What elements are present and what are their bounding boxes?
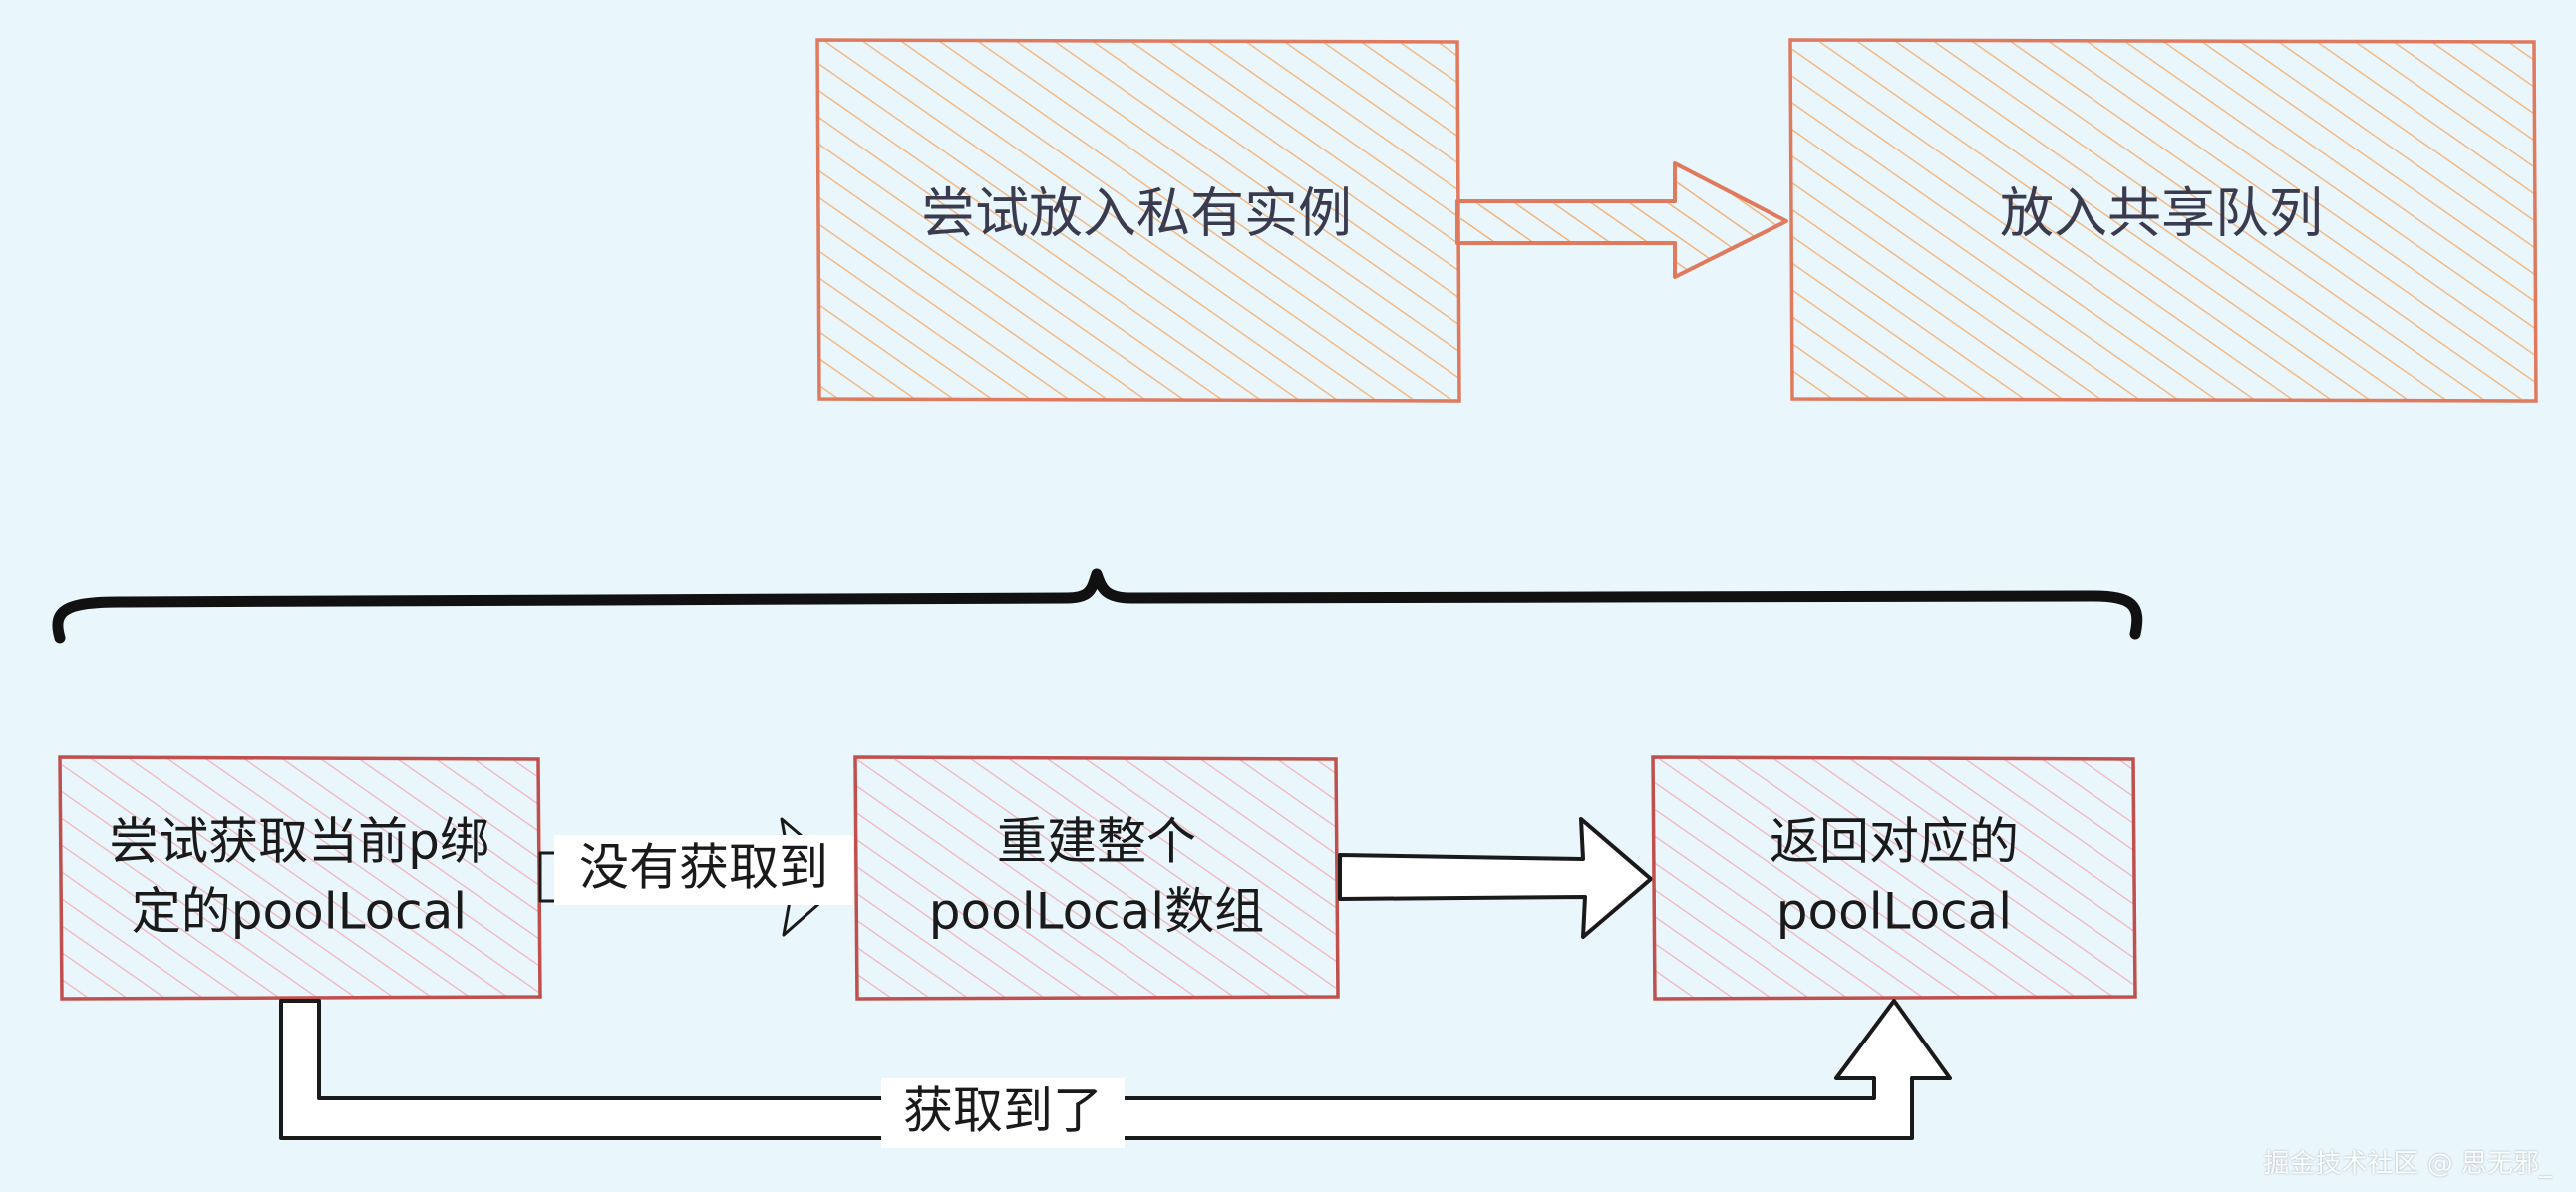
label-got: 获取到了 bbox=[903, 1082, 1103, 1140]
box-try-get-line1: 尝试获取当前p绑 bbox=[109, 813, 489, 871]
arrow-private-to-shared bbox=[1455, 161, 1788, 279]
box-try-get-line2: 定的poolLocal bbox=[132, 883, 467, 941]
box-try-get: 尝试获取当前p绑 定的poolLocal bbox=[58, 755, 542, 1001]
box-shared-queue-label: 放入共享队列 bbox=[2000, 182, 2323, 245]
watermark: 掘金技术社区 @ 思无邪_ bbox=[2263, 1149, 2552, 1179]
box-rebuild: 重建整个 poolLocal数组 bbox=[853, 755, 1340, 1001]
grouping-brace bbox=[52, 568, 2143, 644]
box-shared-queue: 放入共享队列 bbox=[1788, 38, 2538, 403]
label-not-got: 没有获取到 bbox=[579, 839, 828, 897]
box-try-private-label: 尝试放入私有实例 bbox=[921, 182, 1352, 245]
box-try-private: 尝试放入私有实例 bbox=[815, 38, 1461, 403]
box-return-line1: 返回对应的 bbox=[1770, 813, 2019, 871]
arrow-rebuild-to-return bbox=[1338, 817, 1653, 939]
box-return-line2: poolLocal bbox=[1776, 883, 2012, 941]
box-rebuild-line2: poolLocal数组 bbox=[929, 883, 1264, 941]
box-rebuild-line1: 重建整个 bbox=[997, 813, 1196, 871]
arrow-not-got: 没有获取到 bbox=[538, 817, 853, 937]
arrow-got: 获取到了 bbox=[279, 999, 1952, 1148]
box-return: 返回对应的 poolLocal bbox=[1651, 755, 2137, 1001]
